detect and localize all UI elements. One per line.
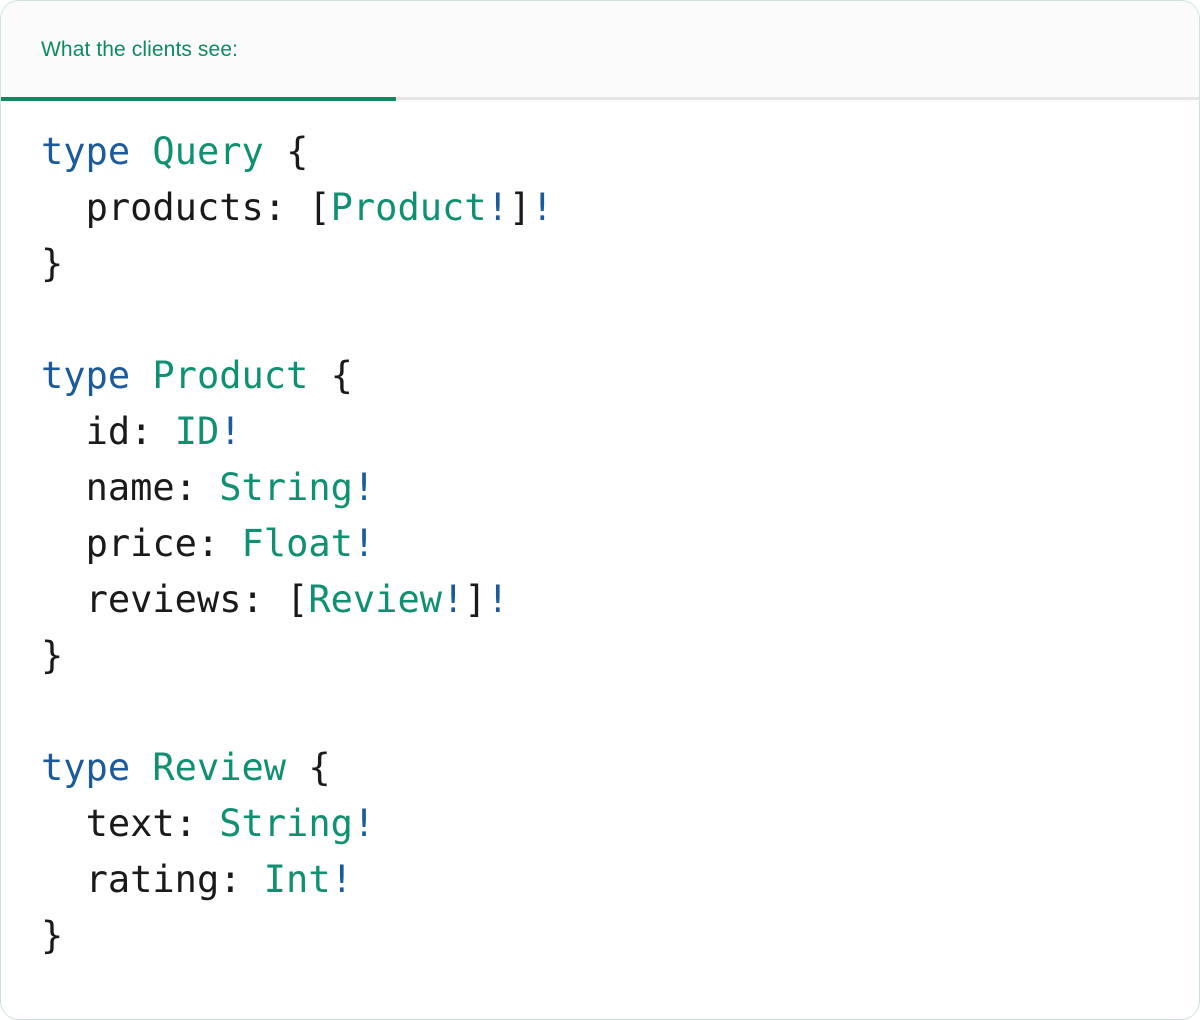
- code-token-sp: [308, 354, 330, 397]
- code-token-sp: [286, 746, 308, 789]
- code-token-punc: {: [308, 746, 331, 789]
- code-token-bang: !: [330, 858, 353, 901]
- code-token-bang: !: [442, 578, 465, 621]
- code-token-punc: {: [286, 130, 309, 173]
- code-token-punc: {: [330, 354, 353, 397]
- code-token-type: Int: [263, 858, 331, 901]
- code-token-type: Product: [152, 354, 309, 397]
- code-token-type: Query: [152, 130, 264, 173]
- code-token-sp: [130, 746, 152, 789]
- code-token-type: Float: [241, 522, 353, 565]
- code-token-punc: :: [263, 186, 309, 229]
- code-token-name: text: [85, 802, 175, 845]
- code-token-punc: [: [286, 578, 309, 621]
- code-token-name: price: [85, 522, 197, 565]
- code-token-type: Review: [152, 746, 287, 789]
- code-token-name: id: [85, 410, 131, 453]
- code-token-punc: [: [308, 186, 331, 229]
- code-token-bang: !: [486, 186, 509, 229]
- code-token-sp: [130, 130, 152, 173]
- code-token-bang: !: [219, 410, 242, 453]
- code-token-bang: !: [352, 802, 376, 845]
- code-token-punc: ]: [508, 186, 532, 229]
- code-token-punc: :: [196, 522, 242, 565]
- code-token-name: products: [85, 186, 264, 229]
- code-token-name: name: [85, 466, 175, 509]
- code-token-kw: type: [41, 130, 131, 173]
- code-body: type Query { products: [Product!]! } typ…: [1, 98, 1199, 964]
- code-token-punc: :: [219, 858, 264, 901]
- code-token-punc: :: [241, 578, 287, 621]
- code-token-punc: ]: [464, 578, 487, 621]
- code-token-type: ID: [174, 410, 220, 453]
- code-token-kw: type: [41, 354, 131, 397]
- code-token-bang: !: [352, 522, 376, 565]
- code-token-punc: :: [130, 410, 175, 453]
- code-token-sp: [264, 130, 286, 173]
- code-token-punc: :: [174, 802, 220, 845]
- graphql-schema-code[interactable]: type Query { products: [Product!]! } typ…: [1, 124, 1199, 964]
- code-token-type: Product: [330, 186, 487, 229]
- code-token-punc: }: [41, 634, 64, 677]
- code-token-punc: :: [174, 466, 220, 509]
- code-token-type: String: [219, 802, 353, 845]
- code-token-type: String: [219, 466, 353, 509]
- code-token-type: Review: [308, 578, 442, 621]
- code-token-bang: !: [531, 186, 554, 229]
- tab-strip-divider: [396, 97, 1199, 100]
- code-token-punc: }: [41, 242, 64, 285]
- tab-underline-rule: [1, 97, 1199, 101]
- code-token-bang: !: [486, 578, 509, 621]
- code-token-kw: type: [41, 746, 131, 789]
- code-token-bang: !: [352, 466, 376, 509]
- code-token-sp: [130, 354, 152, 397]
- code-token-name: rating: [85, 858, 220, 901]
- tab-label: What the clients see:: [41, 37, 239, 61]
- code-token-name: reviews: [85, 578, 242, 621]
- active-tab-underline: [1, 97, 396, 101]
- code-token-punc: }: [41, 914, 64, 957]
- tab-strip: What the clients see:: [1, 1, 1199, 101]
- tab-what-the-clients-see[interactable]: What the clients see:: [1, 1, 258, 98]
